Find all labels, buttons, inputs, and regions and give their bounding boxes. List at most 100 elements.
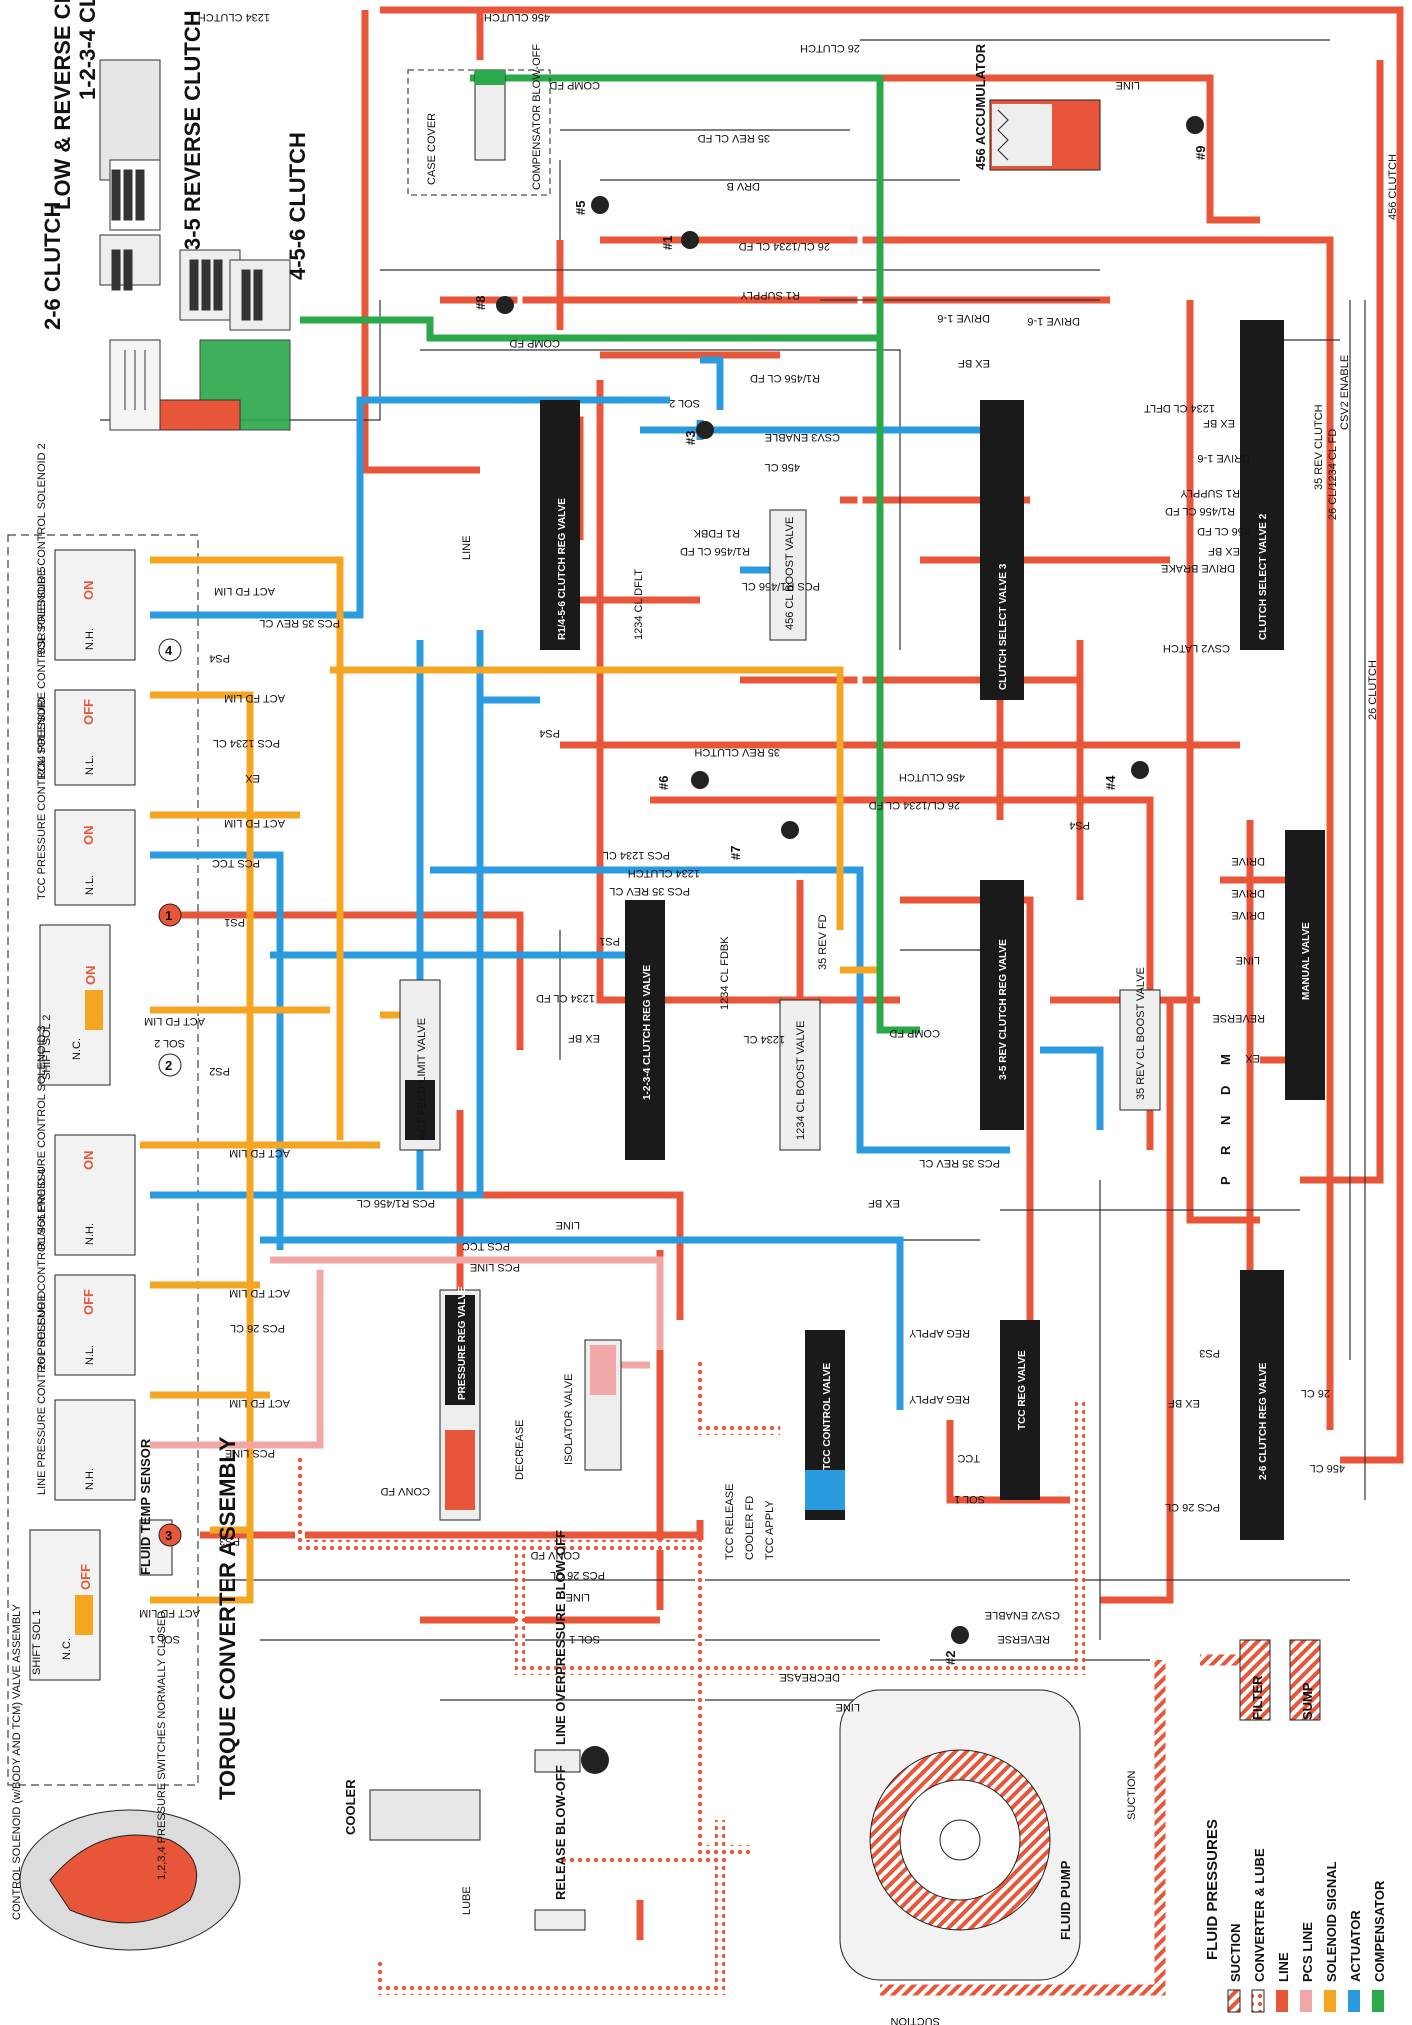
passage-labels-middle: 1234 CL DFLT R1 FDBK R1/456 CL FD PCS R1… — [380, 527, 1090, 1713]
svg-text:1-2-3-4 CLUTCH: 1-2-3-4 CLUTCH — [75, 0, 100, 100]
svg-text:ISOLATOR VALVE: ISOLATOR VALVE — [563, 1374, 575, 1466]
svg-text:DECREASE: DECREASE — [779, 1671, 840, 1683]
svg-text:1234 PRESSURE CONTROL SOLENOID: 1234 PRESSURE CONTROL SOLENOID 5 — [36, 566, 48, 780]
svg-text:COMPENSATOR BLOW-OFF: COMPENSATOR BLOW-OFF — [531, 44, 543, 190]
svg-text:PS4: PS4 — [209, 652, 230, 664]
shift-sol-2: SHIFT SOL 2 ON N.C. — [39, 924, 111, 1086]
legend-compensator: COMPENSATOR — [1372, 1880, 1387, 2012]
legend-converter-lube: CONVERTER & LUBE — [1251, 1848, 1267, 2013]
checkball-2: #2 — [943, 1626, 969, 1665]
manual-valve: MANUAL VALVE — [1285, 830, 1325, 1100]
svg-text:26 CLUTCH: 26 CLUTCH — [1367, 660, 1379, 720]
svg-text:ACT FD LIM: ACT FD LIM — [224, 817, 285, 829]
456-accumulator: 456 ACCUMULATOR — [973, 43, 1101, 171]
svg-text:PCS TCC: PCS TCC — [462, 1240, 510, 1252]
svg-text:CSV2 LATCH: CSV2 LATCH — [1163, 642, 1230, 654]
svg-text:OFF: OFF — [81, 699, 96, 725]
svg-text:CONV FD: CONV FD — [380, 1485, 430, 1497]
svg-text:1234 CL FDBK: 1234 CL FDBK — [719, 936, 731, 1010]
svg-text:PS4: PS4 — [539, 727, 560, 739]
actuator-passages — [150, 356, 1104, 1510]
svg-text:DECREASE: DECREASE — [514, 1419, 526, 1480]
svg-text:COOLER FD: COOLER FD — [744, 1496, 756, 1560]
svg-text:35 REV CL BOOST VALVE: 35 REV CL BOOST VALVE — [1135, 967, 1147, 1100]
svg-text:SUCTION: SUCTION — [1228, 1924, 1243, 1983]
checkball-7: #7 — [728, 821, 799, 860]
1234-clutch-reg-valve: 1-2-3-4 CLUTCH REG VALVE — [625, 900, 665, 1160]
svg-text:EX BF: EX BF — [1208, 545, 1240, 557]
svg-text:SHIFT SOL 1: SHIFT SOL 1 — [31, 1610, 43, 1675]
checkball-6: #6 — [656, 771, 709, 790]
svg-text:SUCTION: SUCTION — [1126, 1770, 1138, 1820]
svg-text:REVERSE: REVERSE — [997, 1633, 1050, 1645]
svg-text:LINE PRESSURE CONTROL SOLENOID: LINE PRESSURE CONTROL SOLENOID — [36, 1291, 48, 1495]
svg-text:PS2: PS2 — [209, 1065, 230, 1077]
r1-456-clutch-reg-valve: R1/4-5-6 CLUTCH REG VALVE — [540, 400, 580, 650]
svg-text:CLUTCH SELECT VALVE 3: CLUTCH SELECT VALVE 3 — [998, 563, 1009, 690]
svg-text:PCS LINE: PCS LINE — [470, 1261, 520, 1273]
svg-text:PCS 26 CL: PCS 26 CL — [230, 1322, 285, 1334]
clutch-select-valve-2: CLUTCH SELECT VALVE 2 — [1240, 320, 1284, 650]
svg-text:PS3: PS3 — [219, 1535, 240, 1547]
svg-text:LINE OVERPRESSURE BLOW-OFF: LINE OVERPRESSURE BLOW-OFF — [553, 1530, 568, 1745]
svg-text:ON: ON — [81, 826, 96, 846]
svg-text:COMP FD: COMP FD — [509, 337, 560, 349]
svg-text:ON: ON — [83, 966, 98, 986]
svg-text:ACT FD LIM: ACT FD LIM — [229, 1287, 290, 1299]
svg-text:1,2,3,4 PRESSURE SWITCHES NORM: 1,2,3,4 PRESSURE SWITCHES NORMALLY CLOSE… — [156, 1611, 168, 1880]
svg-text:4: 4 — [165, 643, 173, 658]
svg-text:CONVERTER & LUBE: CONVERTER & LUBE — [1252, 1848, 1267, 1982]
svg-text:35 REV CL FD: 35 REV CL FD — [698, 132, 770, 144]
svg-text:DRIVE BRAKE: DRIVE BRAKE — [1161, 562, 1235, 574]
svg-text:PCS R1/456 CL: PCS R1/456 CL — [357, 1197, 435, 1209]
solenoid-tcc-pcs: TCC PRESSURE CONTROL SOLENOID ON N.L. — [36, 697, 136, 906]
svg-text:N.L.: N.L. — [84, 875, 96, 895]
svg-text:456 CL FD: 456 CL FD — [1197, 525, 1250, 537]
svg-text:DRV B: DRV B — [727, 180, 760, 192]
456-cl-boost-valve: 456 CL BOOST VALVE — [769, 509, 807, 641]
svg-text:PS1: PS1 — [224, 916, 245, 928]
svg-text:1: 1 — [165, 908, 172, 923]
svg-text:456 CL BOOST VALVE: 456 CL BOOST VALVE — [784, 517, 796, 630]
svg-text:CSV3 ENABLE: CSV3 ENABLE — [765, 431, 840, 443]
svg-text:LINE: LINE — [461, 536, 473, 560]
converter-passages — [295, 1360, 1085, 1995]
svg-text:1234 CL FD: 1234 CL FD — [536, 992, 595, 1004]
svg-text:ACT FD LIM: ACT FD LIM — [229, 1147, 290, 1159]
svg-text:#3: #3 — [683, 431, 698, 445]
exhaust-passages — [407, 50, 863, 700]
svg-text:OFF: OFF — [81, 1289, 96, 1315]
svg-text:LINE: LINE — [1276, 1952, 1291, 1982]
svg-text:456 CLUTCH: 456 CLUTCH — [899, 771, 965, 783]
compensator-blowoff: CASE COVER COMPENSATOR BLOW-OFF — [407, 44, 551, 196]
svg-text:LINE: LINE — [566, 1591, 590, 1603]
passage-labels-right: DRIVE 1-6 1234 CL DFLT EX BF DRIVE 1-6 R… — [890, 154, 1399, 2025]
svg-text:EX BF: EX BF — [1168, 1397, 1200, 1409]
svg-text:COMP FD: COMP FD — [889, 1027, 940, 1039]
fluid-pump: FLUID PUMP — [839, 1689, 1081, 1981]
svg-text:PCS 35 REV CL: PCS 35 REV CL — [259, 617, 340, 629]
svg-text:REVERSE: REVERSE — [1212, 1012, 1265, 1024]
svg-text:1234 CL: 1234 CL — [743, 1033, 785, 1045]
1234-cl-boost-valve: 1234 CL BOOST VALVE — [779, 999, 821, 1151]
2-6-clutch-reg-valve: 2-6 CLUTCH REG VALVE — [1240, 1270, 1284, 1540]
svg-text:#4: #4 — [1103, 775, 1118, 790]
clutch-titles: 1-2-3-4 CLUTCH LOW & REVERSE CLUTCH 3-5 … — [40, 0, 310, 330]
svg-text:ON: ON — [81, 581, 96, 601]
legend: FLUID PRESSURES SUCTION CONVERTER & LUBE… — [1204, 1819, 1387, 2013]
svg-text:SUMP: SUMP — [1300, 1682, 1315, 1720]
checkball-4: #4 — [1103, 761, 1149, 790]
svg-text:PRESSURE REG VALVE: PRESSURE REG VALVE — [457, 1286, 468, 1400]
svg-text:CLUTCH SELECT VALVE 2: CLUTCH SELECT VALVE 2 — [1258, 513, 1269, 640]
svg-text:FLUID PUMP: FLUID PUMP — [1058, 1860, 1073, 1940]
svg-text:PCS 35 REV CL: PCS 35 REV CL — [609, 885, 690, 897]
svg-text:REG APPLY: REG APPLY — [908, 1393, 970, 1405]
svg-text:R1 SUPPLY: R1 SUPPLY — [740, 289, 800, 301]
svg-text:26 CLUTCH: 26 CLUTCH — [800, 42, 860, 54]
svg-text:REG APPLY: REG APPLY — [908, 1327, 970, 1339]
svg-text:R1/4-5-6 CLUTCH REG VALVE: R1/4-5-6 CLUTCH REG VALVE — [557, 498, 568, 640]
svg-text:R1 FDBK: R1 FDBK — [693, 527, 740, 539]
svg-text:26 PRESSURE CONTROL SOLENOID 4: 26 PRESSURE CONTROL SOLENOID 4 — [36, 1169, 48, 1370]
tcc-reg-valve: TCC REG VALVE — [1000, 1320, 1040, 1500]
passages — [100, 6, 1404, 1996]
